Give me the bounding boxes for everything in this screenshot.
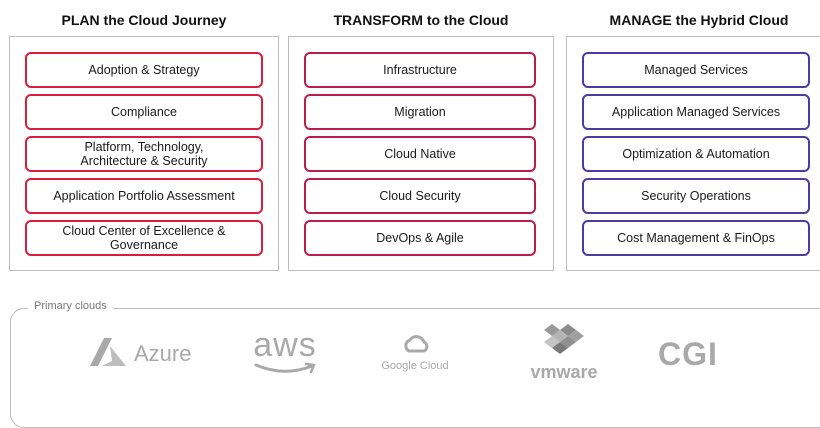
cgi-logo: CGI bbox=[658, 336, 718, 372]
plan-column-title: PLAN the Cloud Journey bbox=[61, 12, 227, 28]
transform-card-4: Cloud Security bbox=[304, 178, 536, 214]
azure-logo-text: Azure bbox=[134, 341, 192, 366]
transform-card-3: Cloud Native bbox=[304, 136, 536, 172]
plan-card-4: Application Portfolio Assessment bbox=[25, 178, 263, 214]
vmware-logo: vmware bbox=[528, 322, 600, 388]
transform-card-5: DevOps & Agile bbox=[304, 220, 536, 256]
azure-icon bbox=[90, 337, 126, 372]
plan-card-5: Cloud Center of Excellence & Governance bbox=[25, 220, 263, 256]
aws-logo: aws bbox=[248, 328, 322, 378]
manage-card-1: Managed Services bbox=[582, 52, 810, 88]
transform-column-title: TRANSFORM to the Cloud bbox=[333, 12, 509, 28]
manage-card-5: Cost Management & FinOps bbox=[582, 220, 810, 256]
google-cloud-logo: Google Cloud bbox=[375, 332, 455, 376]
plan-card-2: Compliance bbox=[25, 94, 263, 130]
plan-card-1: Adoption & Strategy bbox=[25, 52, 263, 88]
vmware-logo-text: vmware bbox=[530, 362, 598, 382]
aws-smile-icon bbox=[254, 362, 320, 381]
google-cloud-icon bbox=[401, 332, 431, 359]
google-cloud-logo-text: Google Cloud bbox=[381, 360, 449, 372]
manage-card-4: Security Operations bbox=[582, 178, 810, 214]
transform-panel: Infrastructure Migration Cloud Native Cl… bbox=[288, 36, 554, 271]
manage-column-title: MANAGE the Hybrid Cloud bbox=[609, 12, 789, 28]
manage-card-2: Application Managed Services bbox=[582, 94, 810, 130]
primary-clouds-label: Primary clouds bbox=[28, 300, 113, 312]
vmware-icon bbox=[540, 322, 584, 367]
plan-panel: Adoption & Strategy Compliance Platform,… bbox=[9, 36, 279, 271]
manage-card-3: Optimization & Automation bbox=[582, 136, 810, 172]
transform-card-2: Migration bbox=[304, 94, 536, 130]
transform-card-1: Infrastructure bbox=[304, 52, 536, 88]
plan-card-3: Platform, Technology, Architecture & Sec… bbox=[25, 136, 263, 172]
manage-panel: Managed Services Application Managed Ser… bbox=[566, 36, 820, 271]
aws-logo-text: aws bbox=[253, 326, 317, 364]
azure-logo: Azure bbox=[90, 336, 191, 372]
